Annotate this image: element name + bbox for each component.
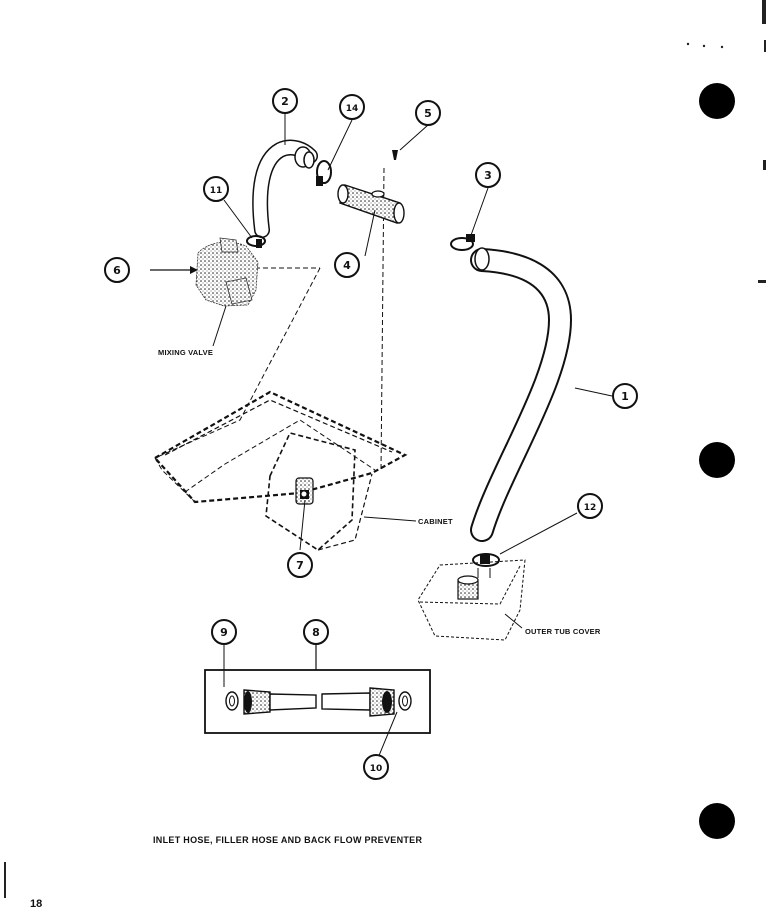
callout-3: 3: [475, 162, 501, 188]
callout-8-number: 8: [312, 626, 320, 639]
mixing-valve: [195, 237, 259, 307]
label-leader-mixing-valve: [212, 305, 227, 347]
label-outer-tub-cover: OUTER TUB COVER: [525, 627, 601, 636]
outer-tub-cover: [417, 559, 526, 641]
callout-4: 4: [334, 252, 360, 278]
label-cabinet: CABINET: [418, 517, 453, 526]
callout-1-number: 1: [621, 390, 629, 403]
tub-cover-fitting: [457, 575, 479, 600]
inlet-hose-assembly: [225, 687, 412, 717]
figure-caption: INLET HOSE, FILLER HOSE AND BACK FLOW PR…: [153, 835, 423, 845]
callout-5: 5: [415, 100, 441, 126]
callout-10: 10: [363, 754, 389, 780]
arrow-head: [190, 266, 198, 274]
hose-clamp-12: [472, 553, 500, 578]
scan-edge-marks: [4, 0, 766, 898]
callout-1: 1: [612, 383, 638, 409]
back-flow-fitting: [295, 477, 314, 505]
callout-9: 9: [211, 619, 237, 645]
callout-9-number: 9: [220, 626, 228, 639]
filler-hose-2: [252, 139, 318, 238]
callout-3-number: 3: [484, 169, 492, 182]
hose-clamp-11: [246, 235, 266, 248]
cabinet: [153, 167, 408, 552]
callout-4-number: 4: [343, 259, 351, 272]
hose-clamp-3: [450, 234, 475, 251]
callout-14: 14: [339, 94, 365, 120]
callout-leaders: [223, 114, 613, 629]
callout-11-number: 11: [210, 186, 223, 196]
binder-holes: [699, 83, 735, 839]
hose-clamp-14: [316, 160, 332, 186]
inlet-hose-box: [204, 640, 431, 759]
callout-5-number: 5: [424, 107, 432, 120]
callout-12-number: 12: [584, 503, 597, 513]
callout-2-number: 2: [281, 95, 289, 108]
callout-7: 7: [287, 552, 313, 578]
screw-5: [392, 150, 398, 160]
callout-7-number: 7: [296, 559, 304, 572]
label-mixing-valve: MIXING VALVE: [158, 348, 213, 357]
callout-10-number: 10: [370, 764, 383, 774]
callout-8: 8: [303, 619, 329, 645]
callout-11: 11: [203, 176, 229, 202]
filler-hose-1: [470, 247, 573, 542]
callout-6-number: 6: [113, 264, 121, 277]
callout-12: 12: [577, 493, 603, 519]
callout-6: 6: [104, 257, 130, 283]
filler-connector-4: [337, 184, 405, 224]
callout-14-number: 14: [346, 104, 359, 114]
callout-2: 2: [272, 88, 298, 114]
page-number: 18: [30, 898, 43, 910]
